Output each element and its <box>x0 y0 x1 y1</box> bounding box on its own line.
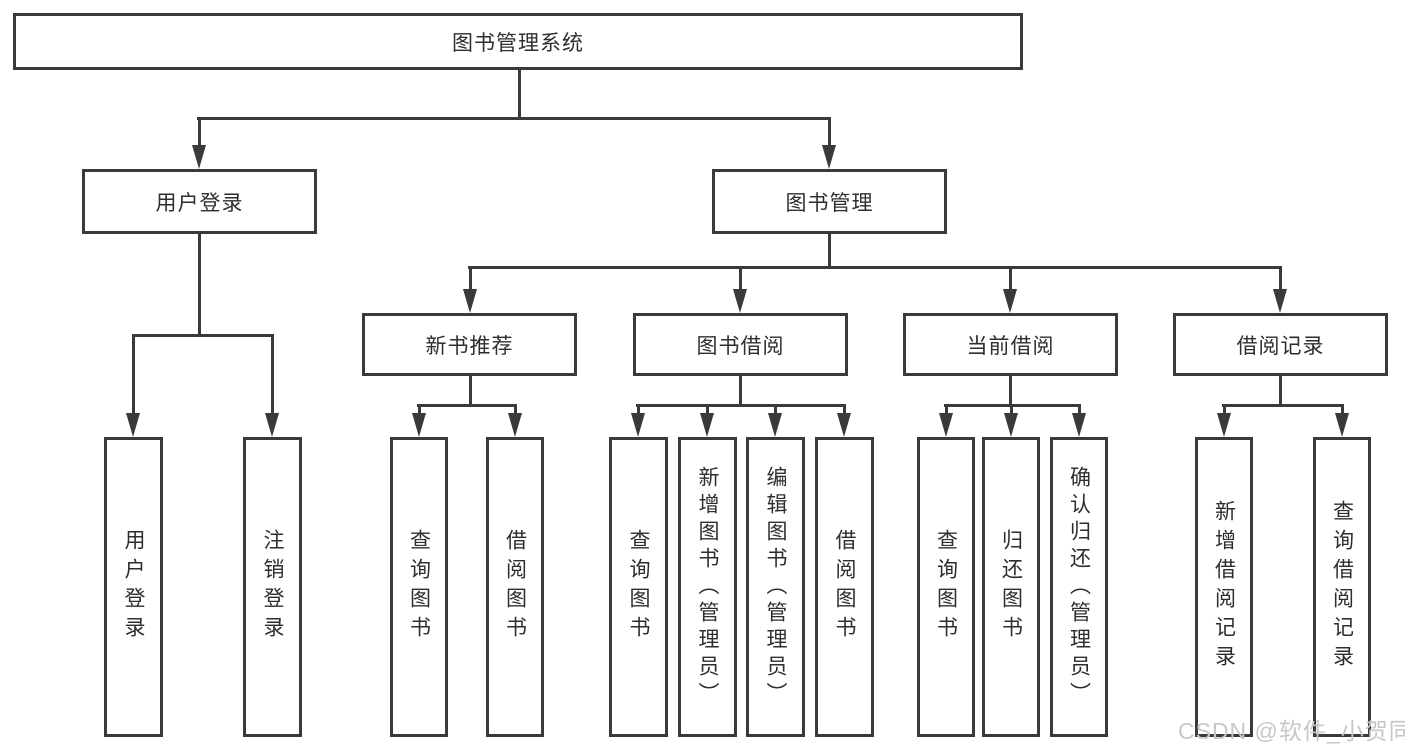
leaf-logout: 注销登录 <box>243 437 302 737</box>
leaf-current-return-books-label: 归还图书 <box>999 529 1023 645</box>
connector-vline <box>739 266 742 291</box>
node-borrow-records: 借阅记录 <box>1173 313 1388 376</box>
connector-vline <box>1223 404 1226 415</box>
leaf-newbook-query-books-label: 查询图书 <box>407 529 431 645</box>
connector-vline <box>1009 376 1012 407</box>
connector-vline <box>198 234 201 337</box>
connector-arrowhead-down <box>463 289 477 313</box>
node-new-book-recommend: 新书推荐 <box>362 313 577 376</box>
leaf-records-query-record: 查询借阅记录 <box>1313 437 1371 737</box>
connector-vline <box>828 117 831 147</box>
node-user-login-label: 用户登录 <box>155 191 244 215</box>
connector-vline <box>1279 376 1282 407</box>
leaf-borrow-edit-books-label: 编辑图书（管理员） <box>764 465 787 709</box>
leaf-borrow-add-books-label: 新增图书（管理员） <box>696 465 719 709</box>
connector-arrowhead-down <box>700 413 714 437</box>
connector-vline <box>198 117 201 147</box>
leaf-borrow-borrow-books-label: 借阅图书 <box>833 529 856 645</box>
connector-arrowhead-down <box>192 145 206 169</box>
connector-arrowhead-down <box>508 413 522 437</box>
connector-vline <box>418 404 421 415</box>
connector-hline <box>636 404 846 407</box>
connector-hline <box>1222 404 1344 407</box>
connector-vline <box>1341 404 1344 415</box>
connector-arrowhead-down <box>939 413 953 437</box>
leaf-current-confirm-return-label: 确认归还（管理员） <box>1067 465 1091 709</box>
connector-vline <box>706 404 709 415</box>
node-book-borrow: 图书借阅 <box>633 313 848 376</box>
connector-vline <box>1078 404 1081 415</box>
connector-vline <box>132 334 135 415</box>
leaf-current-return-books: 归还图书 <box>982 437 1040 737</box>
leaf-borrow-add-books: 新增图书（管理员） <box>678 437 737 737</box>
connector-vline <box>739 376 742 407</box>
connector-arrowhead-down <box>1217 413 1231 437</box>
leaf-borrow-query-books-label: 查询图书 <box>627 529 650 645</box>
connector-arrowhead-down <box>822 145 836 169</box>
leaf-current-query-books-label: 查询图书 <box>934 529 958 645</box>
connector-arrowhead-down <box>1072 413 1086 437</box>
leaf-borrow-edit-books: 编辑图书（管理员） <box>746 437 805 737</box>
node-root-label: 图书管理系统 <box>452 31 584 55</box>
connector-vline <box>514 404 517 415</box>
connector-arrowhead-down <box>1273 289 1287 313</box>
connector-arrowhead-down <box>1335 413 1349 437</box>
connector-vline <box>1279 266 1282 291</box>
connector-arrowhead-down <box>126 413 140 437</box>
leaf-records-query-record-label: 查询借阅记录 <box>1330 500 1354 674</box>
leaf-current-query-books: 查询图书 <box>917 437 975 737</box>
connector-vline <box>637 404 640 415</box>
node-book-management: 图书管理 <box>712 169 947 234</box>
node-book-borrow-label: 图书借阅 <box>696 334 785 358</box>
leaf-logout-label: 注销登录 <box>261 529 284 645</box>
connector-vline <box>469 266 472 291</box>
connector-arrowhead-down <box>733 289 747 313</box>
connector-vline <box>828 234 831 269</box>
connector-arrowhead-down <box>837 413 851 437</box>
leaf-current-confirm-return: 确认归还（管理员） <box>1050 437 1108 737</box>
node-current-borrow: 当前借阅 <box>903 313 1118 376</box>
leaf-newbook-borrow-books: 借阅图书 <box>486 437 544 737</box>
leaf-records-add-record-label: 新增借阅记录 <box>1212 500 1236 674</box>
connector-vline <box>518 68 521 119</box>
connector-vline <box>843 404 846 415</box>
leaf-borrow-borrow-books: 借阅图书 <box>815 437 874 737</box>
node-book-management-label: 图书管理 <box>785 191 874 215</box>
node-user-login: 用户登录 <box>82 169 317 234</box>
leaf-user-login: 用户登录 <box>104 437 163 737</box>
connector-arrowhead-down <box>768 413 782 437</box>
leaf-newbook-query-books: 查询图书 <box>390 437 448 737</box>
connector-vline <box>1009 266 1012 291</box>
connector-vline <box>469 376 472 407</box>
connector-vline <box>1010 404 1013 415</box>
leaf-borrow-query-books: 查询图书 <box>609 437 668 737</box>
connector-arrowhead-down <box>631 413 645 437</box>
connector-hline <box>468 266 1282 269</box>
watermark-text: CSDN @软件_小贺同学 <box>1178 718 1405 744</box>
node-root: 图书管理系统 <box>13 13 1023 70</box>
connector-arrowhead-down <box>1003 289 1017 313</box>
node-current-borrow-label: 当前借阅 <box>966 334 1055 358</box>
node-new-book-recommend-label: 新书推荐 <box>425 334 514 358</box>
connector-vline <box>945 404 948 415</box>
connector-vline <box>774 404 777 415</box>
connector-hline <box>417 404 517 407</box>
connector-arrowhead-down <box>1004 413 1018 437</box>
connector-arrowhead-down <box>265 413 279 437</box>
node-borrow-records-label: 借阅记录 <box>1236 334 1325 358</box>
leaf-newbook-borrow-books-label: 借阅图书 <box>503 529 527 645</box>
leaf-user-login-label: 用户登录 <box>122 529 145 645</box>
connector-hline <box>197 117 831 120</box>
leaf-records-add-record: 新增借阅记录 <box>1195 437 1253 737</box>
connector-hline <box>132 334 274 337</box>
connector-vline <box>271 334 274 415</box>
connector-arrowhead-down <box>412 413 426 437</box>
